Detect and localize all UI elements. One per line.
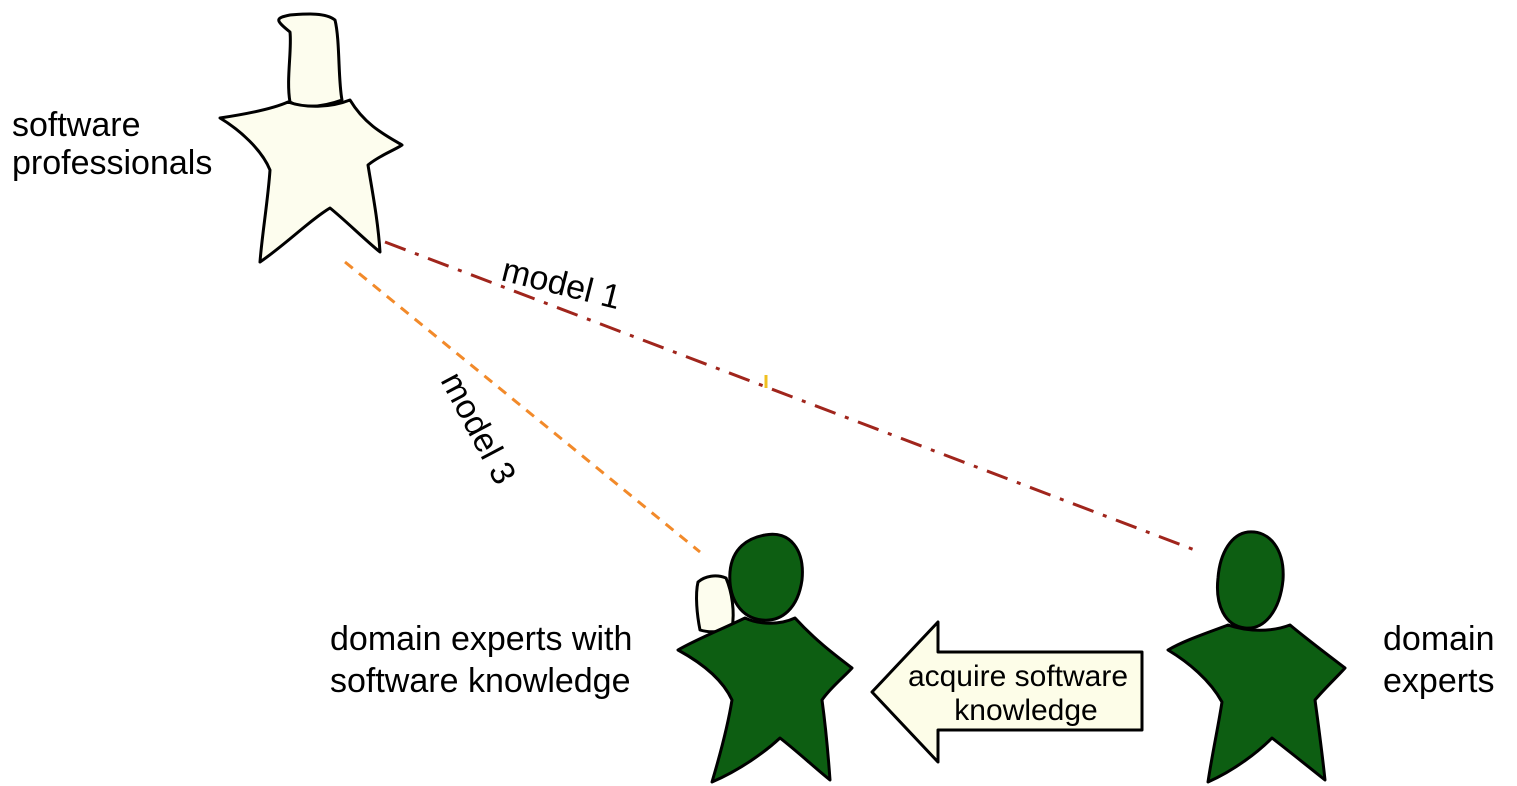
- model-3-connector: [344, 260, 701, 554]
- acquire-arrow: [870, 620, 1144, 764]
- domain-experts-figure: [1166, 530, 1347, 784]
- domain-experts-label-line-2: experts: [1383, 662, 1495, 700]
- software-professionals-figure: [218, 12, 404, 264]
- domain-experts-with-software-label-line-1: domain experts with: [330, 620, 632, 658]
- domain-experts-label-line-1: domain: [1383, 620, 1495, 658]
- model-1-label: model 1: [498, 251, 625, 317]
- domain-experts-with-software-label-line-2: software knowledge: [330, 662, 631, 700]
- software-professionals-label-line-1: software: [12, 106, 141, 144]
- domain-experts-with-software-figure: [676, 532, 854, 784]
- acquire-label-line-1: acquire software: [908, 660, 1128, 693]
- model-3-label: model 3: [433, 366, 523, 491]
- model-1-connector: [384, 240, 1201, 554]
- acquire-label-line-2: knowledge: [954, 694, 1097, 727]
- software-professionals-label-line-2: professionals: [12, 144, 212, 182]
